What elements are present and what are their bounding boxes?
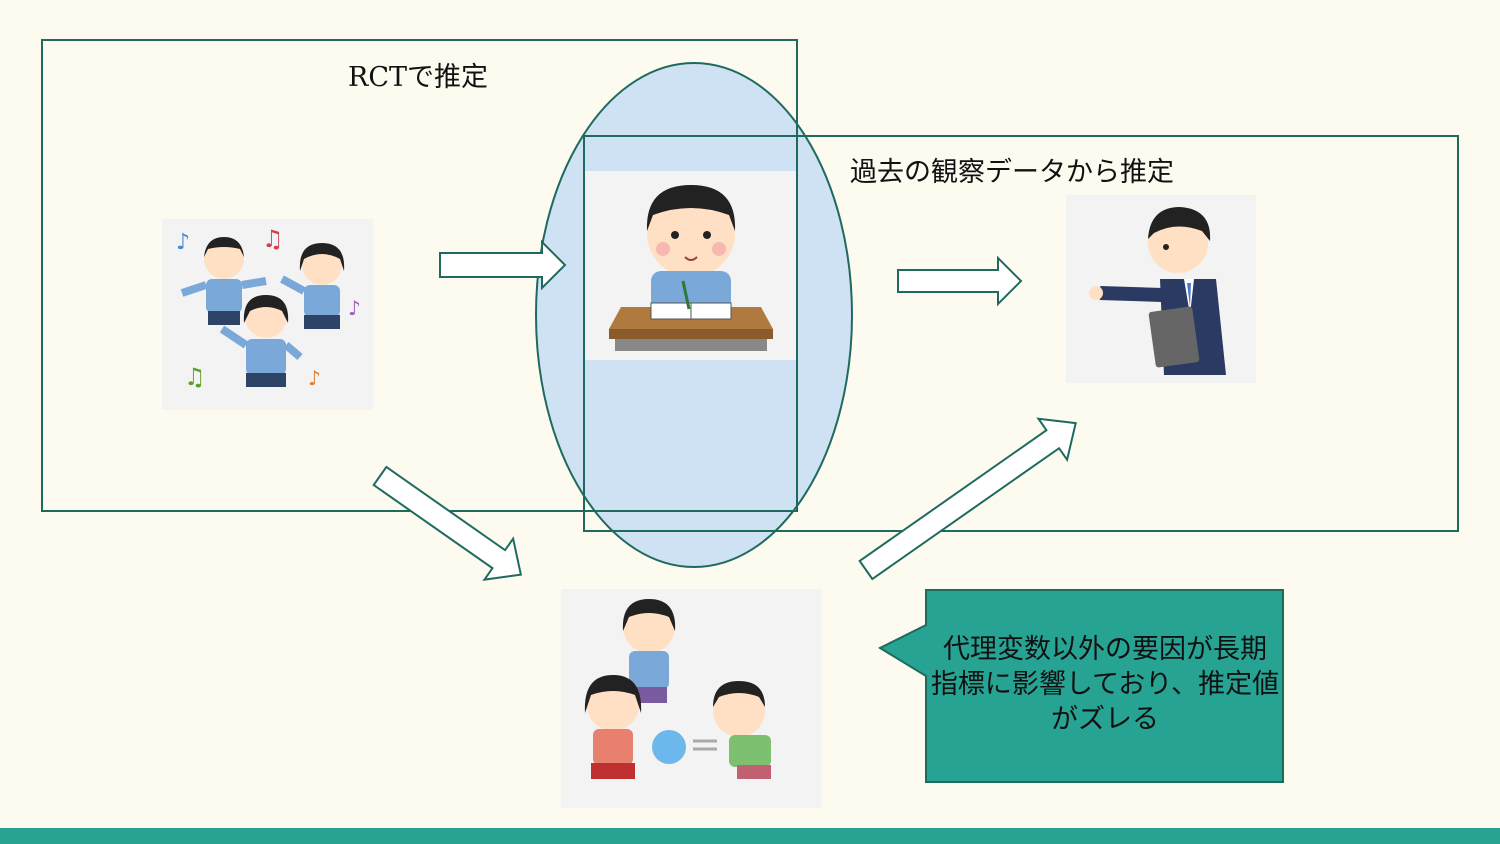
arrow-confounder-to-outcome	[858, 417, 1077, 581]
callout-box	[877, 589, 1284, 783]
outcome-image	[1066, 195, 1256, 383]
surrogate-image	[585, 171, 796, 360]
observational-label: 過去の観察データから推定	[850, 157, 1174, 188]
callout-text: 代理変数以外の要因が長期指標に影響しており、推定値がズレる	[930, 634, 1280, 735]
bottom-accent-bar	[0, 828, 1500, 844]
treatment-image: ♪ ♫ ♪ ♫ ♪	[162, 219, 373, 410]
svg-text:♫: ♫	[262, 225, 284, 253]
arrow-treatment-to-surrogate	[439, 239, 567, 291]
rct-label: RCTで推定	[348, 62, 488, 93]
svg-text:♫: ♫	[184, 363, 206, 391]
svg-text:♪: ♪	[348, 296, 361, 320]
arrow-treatment-to-confounder	[372, 465, 523, 581]
observational-estimation-box	[583, 135, 1459, 532]
arrow-surrogate-to-outcome	[897, 255, 1023, 307]
svg-text:♪: ♪	[176, 230, 190, 255]
confounder-image	[561, 589, 821, 808]
svg-text:♪: ♪	[308, 366, 321, 390]
